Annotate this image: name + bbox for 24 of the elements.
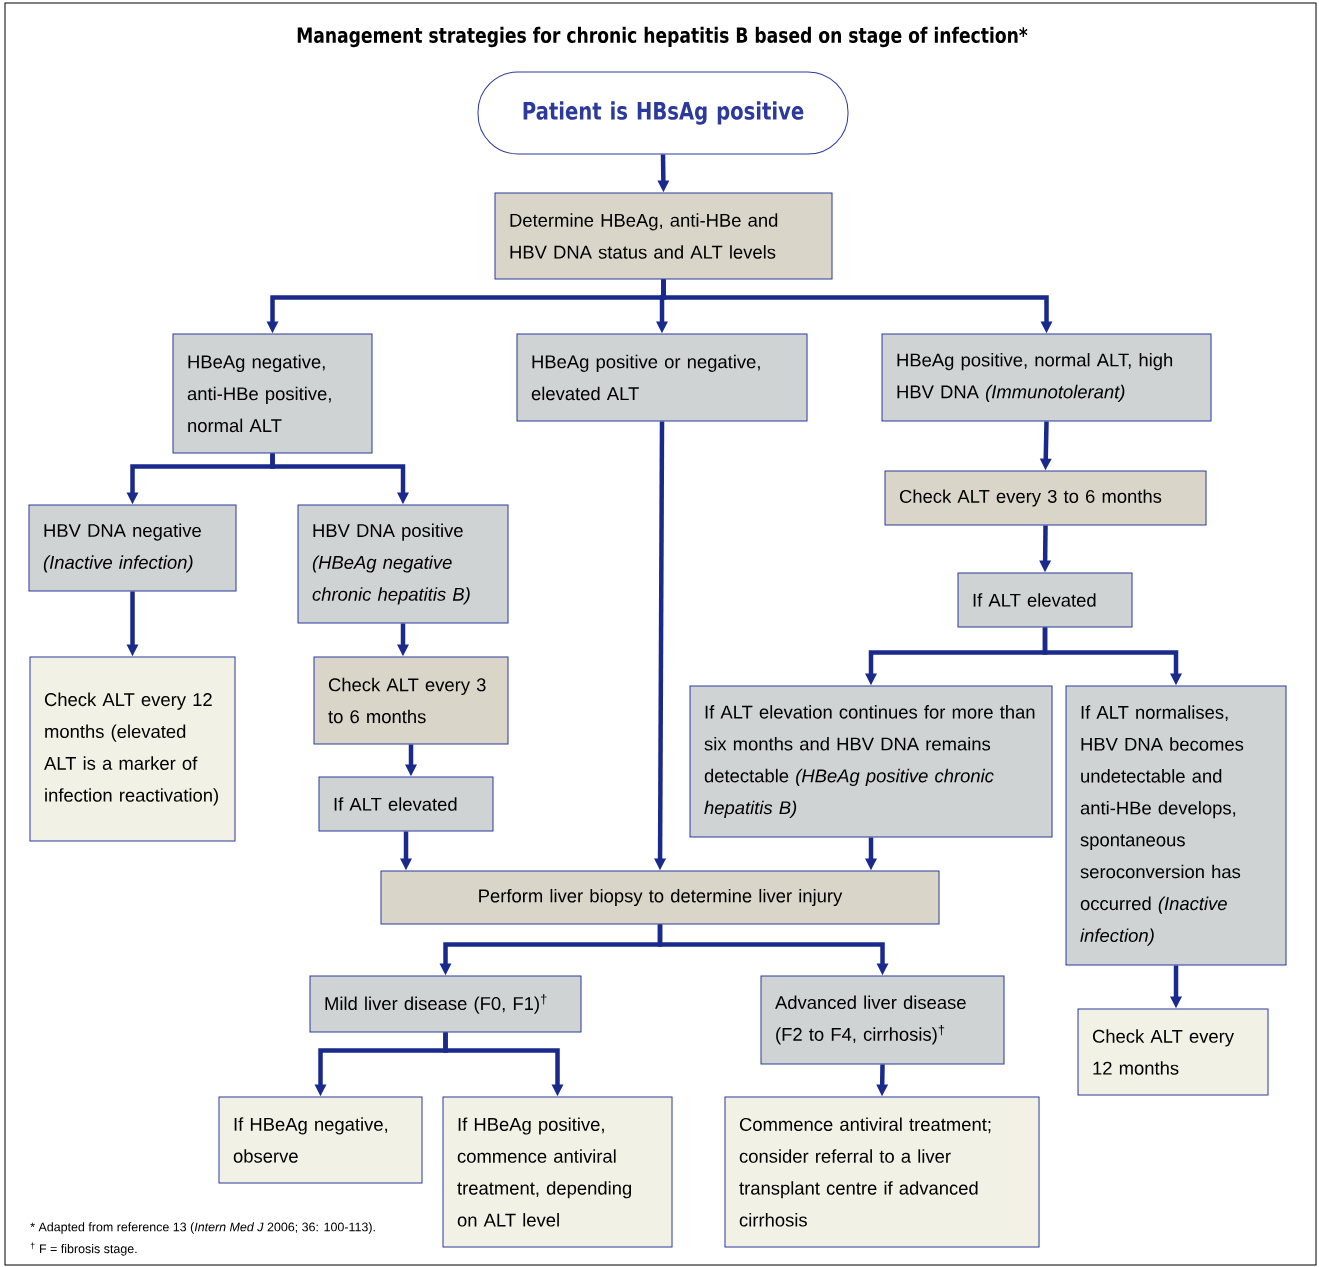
action-box: Check ALT every 3 to 6 months bbox=[313, 656, 509, 745]
start-box: Patient is HBsAg positive bbox=[477, 71, 849, 155]
status-box: Mild liver disease (F0, F1)$^{†}$ bbox=[309, 975, 582, 1033]
outcome-box: Commence antiviral treatment; consider referral to a liver transplant centre if advanced cirrhosis bbox=[724, 1096, 1040, 1248]
outcome-box: If HBeAg positive, commence antiviral treatment, depending on ALT level bbox=[442, 1096, 673, 1248]
status-box: HBeAg negative, anti-HBe positive, normal ALT bbox=[172, 333, 373, 454]
status-box: HBeAg positive, normal ALT, high HBV DNA (Immunotolerant) bbox=[881, 333, 1212, 422]
footnote: * Adapted from reference 13 (Intern Med J 2006; 36: 100-113). bbox=[30, 1222, 375, 1234]
status-box: If ALT elevation continues for more than six months and HBV DNA remains detectable (HBeAg positive chronic hepatitis B) bbox=[689, 685, 1053, 838]
status-box: HBV DNA positive (HBeAg negative chronic hepatitis B) bbox=[297, 504, 509, 624]
title: Management strategies for chronic hepatitis B based on stage of infection* bbox=[297, 26, 1028, 48]
status-box: If ALT elevated bbox=[957, 572, 1133, 628]
status-box: HBeAg positive or negative, elevated ALT bbox=[516, 333, 808, 422]
outcome-box: Check ALT every 12 months bbox=[1077, 1008, 1269, 1096]
action-box: Check ALT every 3 to 6 months bbox=[884, 470, 1207, 526]
footnote: $^{†}$ F = fibrosis stage. bbox=[30, 1242, 137, 1256]
action-box: Determine HBeAg, anti-HBe and HBV DNA status and ALT levels bbox=[494, 192, 833, 280]
status-box: If ALT normalises, HBV DNA becomes undetectable and anti-HBe develops, spontaneous seroconversion has occurred (Inactive infection) bbox=[1065, 685, 1287, 966]
action-box: Perform liver biopsy to determine liver injury bbox=[380, 870, 940, 925]
status-box: Advanced liver disease (F2 to F4, cirrhosis)$^{†}$ bbox=[760, 975, 1005, 1065]
status-box: HBV DNA negative (Inactive infection) bbox=[28, 504, 237, 592]
outcome-box: If HBeAg negative, observe bbox=[218, 1096, 423, 1184]
status-box: If ALT elevated bbox=[318, 776, 494, 832]
outcome-box: Check ALT every 12 months (elevated ALT is a marker of infection reactivation) bbox=[29, 656, 236, 842]
